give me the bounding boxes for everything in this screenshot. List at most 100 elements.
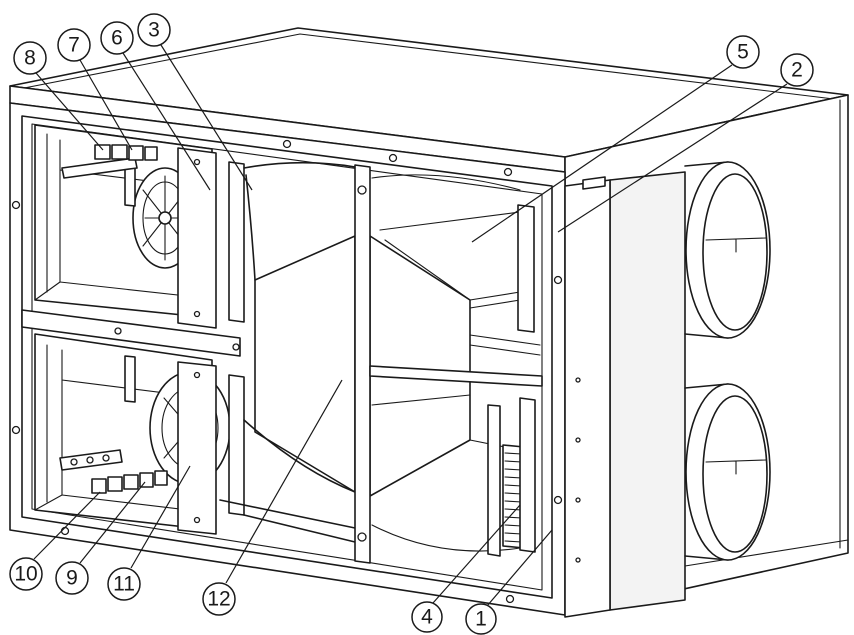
terminal-block [144,146,158,161]
post-screw [357,185,367,195]
right-bay-divider [369,365,543,387]
fan-section [21,124,245,535]
callout-circle [465,603,497,635]
upper-filter-board [517,204,535,333]
bracket-hole [70,458,78,466]
callout-circle [107,567,141,601]
upper-terminal-bracket [61,157,138,179]
upper-inlet-funnel [243,161,356,281]
callout-5: 5 [726,35,760,69]
front-frame-rebate [31,123,543,591]
panel-screw [575,557,581,563]
screw [60,526,70,536]
screw [553,275,563,285]
leader-10 [33,491,101,560]
callout-label: 7 [68,34,80,57]
upper-right-bay-lines [371,174,541,356]
screw [505,594,515,604]
panel-screw [575,377,581,383]
terminal-block [111,144,128,160]
screw [282,139,292,149]
screw [388,153,398,163]
leader-8 [35,72,104,151]
top-panel-rim [13,33,843,101]
duct-panel-side [609,171,686,611]
upper-fan-bay-lines [34,133,206,301]
callout-1: 1 [465,603,497,635]
post-screw [357,532,367,542]
upper-duct [684,161,771,339]
lower-terminal-blocks [91,470,168,494]
callout-circle [57,28,91,62]
callout-4: 4 [411,601,443,633]
callout-circle [202,582,236,616]
callout-label: 6 [111,27,123,50]
screw [503,167,513,177]
leader-1 [486,529,553,607]
leader-3 [160,44,253,191]
upper-duct-opening [702,173,768,331]
lower-duct-opening [702,395,768,553]
lower-fan-bay-lines [34,344,206,513]
panel-screw [575,437,581,443]
callout-3: 3 [137,13,171,47]
frame-screws [11,139,563,604]
terminal-block [154,470,168,486]
plate-hole [193,516,201,524]
callout-circle [411,601,443,633]
leader-12 [225,379,343,584]
divider-screw [232,343,240,351]
bracket-hole [102,454,110,462]
lower-fan-bracket [124,355,136,403]
callout-10: 10 [9,557,43,591]
upper-filter-frame [228,161,245,323]
callout-2: 2 [780,53,814,87]
duct-panel [564,171,686,618]
callout-circle [780,53,814,87]
callouts: 8 7 6 3 5 2 10 9 [9,13,814,635]
screw [11,200,21,210]
callout-circle [100,21,134,55]
leader-lines [33,44,788,607]
callout-label: 5 [737,41,749,64]
callout-9: 9 [55,561,89,595]
central-post [354,164,371,564]
lower-filter-board [519,397,536,553]
leader-7 [79,59,133,151]
lower-fan-plate [177,361,217,535]
heat-exchanger-section [219,161,471,564]
callout-circle [55,561,89,595]
upper-fan-hub [158,211,172,225]
plate-hole [193,371,201,379]
lower-duct [684,383,771,561]
plate-hole [193,158,201,166]
callout-label: 9 [66,567,78,590]
duct-panel-front [564,179,611,618]
leader-6 [122,52,211,191]
leader-4 [432,504,521,604]
upper-duct-seam [705,237,767,253]
terminal-block [123,474,139,490]
front-frame-opening [21,115,553,599]
callout-circle [726,35,760,69]
callout-label: 8 [24,47,36,70]
leader-9 [79,481,146,564]
callout-circle [13,41,47,75]
filter-section [369,174,543,557]
callout-label: 1 [475,608,487,631]
terminal-block [107,476,123,492]
controller-connectors [504,452,523,543]
screw [553,495,563,505]
screw [11,425,21,435]
callout-circle [137,13,171,47]
controller-mount [487,404,501,557]
panel-latch [582,176,606,190]
terminal-block [128,145,144,161]
callout-label: 3 [148,19,160,42]
callout-circle [9,557,43,591]
panel-screw [575,497,581,503]
callout-6: 6 [100,21,134,55]
lower-filter-frame [228,374,245,516]
callout-11: 11 [107,567,141,601]
